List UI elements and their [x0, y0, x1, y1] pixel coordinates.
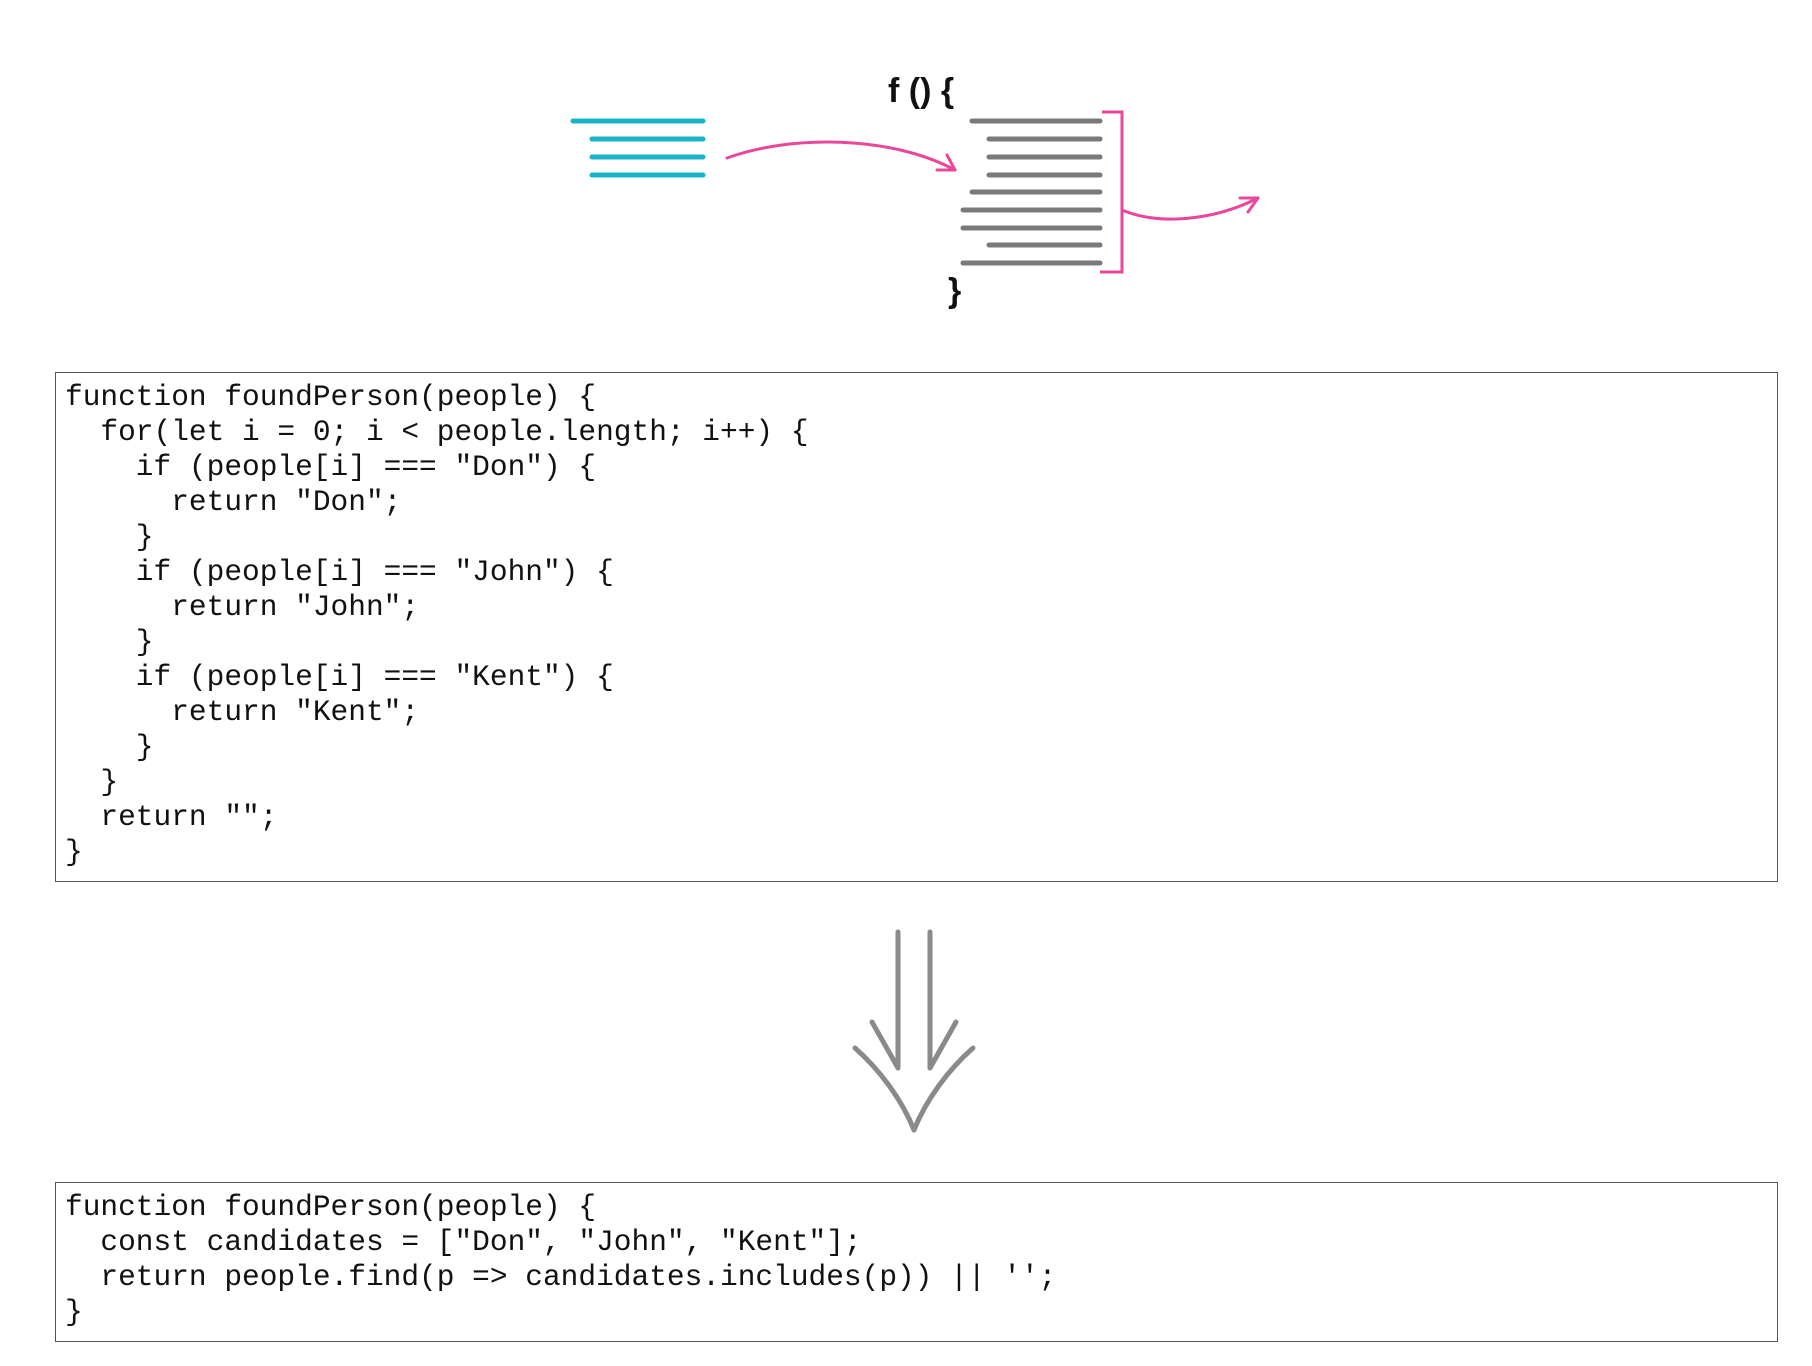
code-line: }: [65, 730, 154, 764]
code-line: }: [65, 625, 154, 659]
code-line: }: [65, 1295, 83, 1329]
code-line: if (people[i] === "John") {: [65, 555, 614, 589]
function-close-label: }: [948, 272, 962, 310]
code-line: if (people[i] === "Kent") {: [65, 660, 614, 694]
input-lines-icon: [570, 118, 706, 178]
curved-arrow-out-icon: [1120, 196, 1260, 221]
function-open-label: f () {: [888, 72, 955, 110]
code-line: for(let i = 0; i < people.length; i++) {: [65, 415, 809, 449]
code-line: }: [65, 520, 154, 554]
code-line: }: [65, 765, 119, 799]
code-line: if (people[i] === "Don") {: [65, 450, 597, 484]
function-flow-diagram: [570, 110, 1260, 274]
curved-arrow-right-icon: [725, 140, 957, 172]
code-line: return "";: [65, 800, 278, 834]
double-down-arrow-icon: [852, 929, 976, 1133]
code-line: return "John";: [65, 590, 420, 624]
code-line: return "Don";: [65, 485, 402, 519]
code-line: function foundPerson(people) {: [65, 1190, 597, 1224]
after-code-block: function foundPerson(people) { const can…: [55, 1182, 1778, 1342]
function-body-lines-icon: [960, 118, 1103, 266]
before-code: function foundPerson(people) { for(let i…: [65, 380, 1768, 870]
code-line: return "Kent";: [65, 695, 420, 729]
code-line: const candidates = ["Don", "John", "Kent…: [65, 1225, 862, 1259]
code-line: return people.find(p => candidates.inclu…: [65, 1260, 1057, 1294]
code-line: }: [65, 835, 83, 869]
before-code-block: function foundPerson(people) { for(let i…: [55, 372, 1778, 882]
after-code: function foundPerson(people) { const can…: [65, 1190, 1768, 1330]
code-line: function foundPerson(people) {: [65, 380, 597, 414]
bracket-icon: [1100, 110, 1124, 274]
